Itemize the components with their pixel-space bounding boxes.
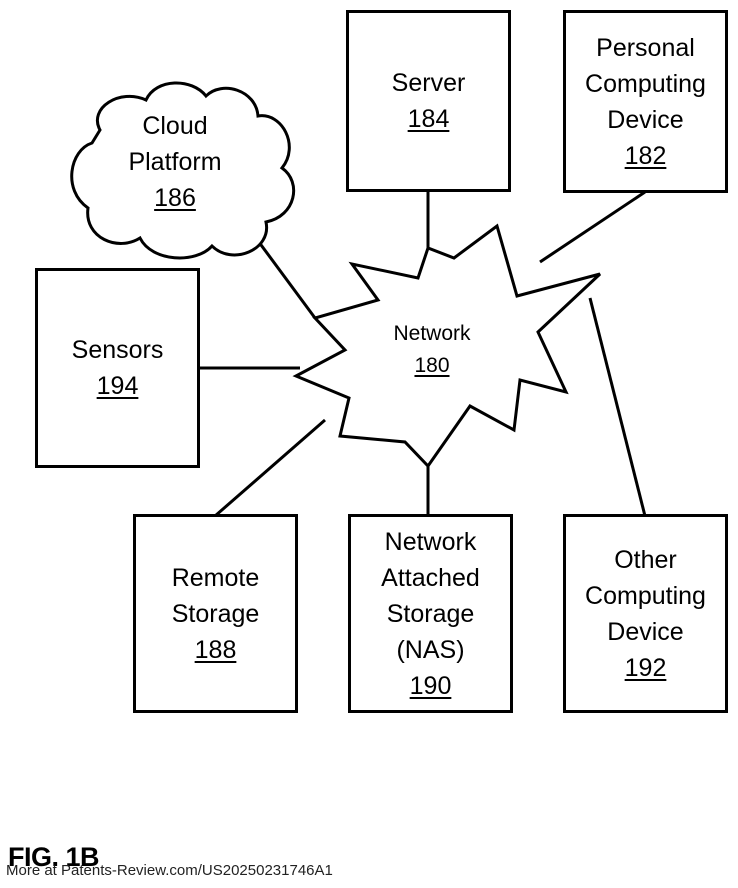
network-node: Network 180: [368, 318, 496, 382]
personal-computing-device-node: Personal Computing Device 182: [563, 10, 728, 193]
cloud-ref: 186: [154, 180, 196, 216]
personal-label-line2: Computing: [585, 66, 706, 102]
personal-label-line3: Device: [607, 102, 683, 138]
nas-ref: 190: [410, 668, 452, 704]
other-ref: 192: [625, 650, 667, 686]
footer-source-link[interactable]: More at Patents-Review.com/US20250231746…: [6, 862, 333, 879]
sensors-ref: 194: [97, 368, 139, 404]
other-label-line3: Device: [607, 614, 683, 650]
network-ref: 180: [414, 350, 449, 382]
server-label: Server: [392, 65, 466, 101]
server-node: Server 184: [346, 10, 511, 192]
remote-storage-node: Remote Storage 188: [133, 514, 298, 713]
link-personal-network: [540, 192, 645, 262]
nas-label-line4: (NAS): [396, 632, 464, 668]
network-label: Network: [393, 318, 470, 350]
nas-label-line1: Network: [385, 524, 477, 560]
remote-label-line2: Storage: [172, 596, 260, 632]
link-remote-network: [215, 420, 325, 516]
other-computing-device-node: Other Computing Device 192: [563, 514, 728, 713]
nas-node: Network Attached Storage (NAS) 190: [348, 514, 513, 713]
remote-ref: 188: [195, 632, 237, 668]
sensors-node: Sensors 194: [35, 268, 200, 468]
cloud-label-line1: Cloud: [142, 108, 207, 144]
personal-label-line1: Personal: [596, 30, 695, 66]
nas-label-line2: Attached: [381, 560, 480, 596]
server-ref: 184: [408, 101, 450, 137]
cloud-platform-node: Cloud Platform 186: [100, 108, 250, 216]
sensors-label: Sensors: [72, 332, 164, 368]
other-label-line2: Computing: [585, 578, 706, 614]
personal-ref: 182: [625, 138, 667, 174]
other-label-line1: Other: [614, 542, 677, 578]
cloud-label-line2: Platform: [128, 144, 221, 180]
remote-label-line1: Remote: [172, 560, 260, 596]
link-other-network: [590, 298, 645, 516]
nas-label-line3: Storage: [387, 596, 475, 632]
